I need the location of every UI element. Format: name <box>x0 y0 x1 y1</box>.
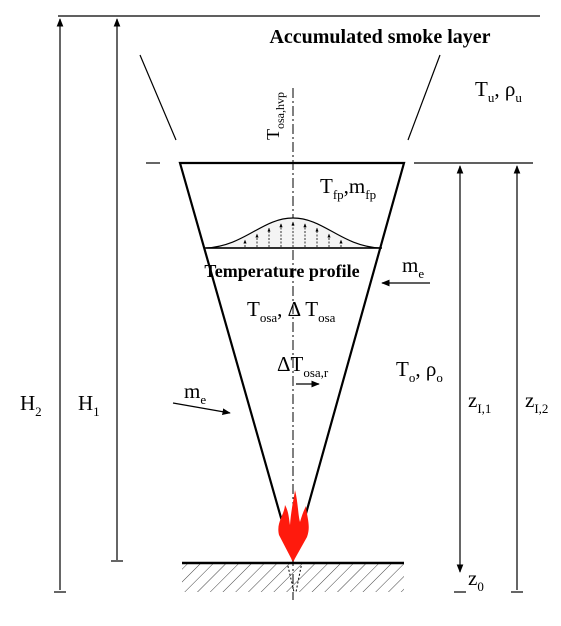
smoke-layer-right-diagonal <box>407 54 441 141</box>
temperature-profile <box>204 217 382 249</box>
axis-temperature-label: Tosa,hvp <box>263 92 287 140</box>
entrainment-arrow-left <box>172 402 231 416</box>
zi1-label: zI,1 <box>468 388 491 416</box>
entrainment-label-left: me <box>184 379 206 407</box>
radial-temperature-label: ΔTosa,r <box>277 352 329 380</box>
flame-top-label: Tfp,mfp <box>320 174 376 202</box>
entrainment-label-right: me <box>402 253 424 281</box>
virtual-origin-dash-right <box>295 561 303 593</box>
fire-flame <box>278 490 309 562</box>
plume-temperature-label: Tosa, Δ Tosa <box>247 297 336 325</box>
h1-label: H1 <box>78 391 100 419</box>
smoke-layer-left-diagonal <box>139 54 177 141</box>
h2-label: H2 <box>20 391 42 419</box>
z0-label: z0 <box>468 566 484 594</box>
upper-layer-label: Tu, ρu <box>475 77 522 105</box>
plume-outline <box>178 161 406 565</box>
temperature-profile-label: Temperature profile <box>204 261 359 281</box>
ambient-label: To, ρo <box>396 357 443 385</box>
height-dimensions <box>54 18 523 593</box>
temperature-profile-arrows <box>243 221 343 247</box>
diagram-title: Accumulated smoke layer <box>269 26 490 48</box>
zi2-label: zI,2 <box>525 388 548 416</box>
smoke-layer-boundary <box>58 15 540 164</box>
